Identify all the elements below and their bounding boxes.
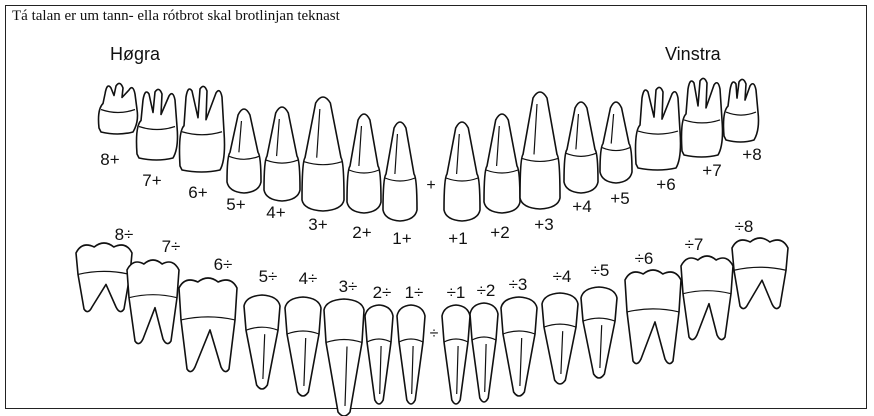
tooth-number-label: ÷3 [509, 275, 528, 294]
tooth-lower-5m[interactable]: 5÷ [244, 267, 280, 389]
midline-upper-marker: + [426, 177, 435, 194]
tooth-upper-p3[interactable]: +3 [520, 92, 560, 234]
tooth-lower-m1[interactable]: ÷1 [442, 283, 470, 404]
tooth-number-label: ÷7 [685, 235, 704, 254]
tooth-outline [724, 79, 759, 142]
tooth-outline [542, 293, 578, 384]
tooth-number-label: +8 [742, 145, 761, 164]
tooth-outline [732, 238, 788, 309]
tooth-outline [127, 260, 179, 344]
tooth-upper-p5[interactable]: +5 [600, 102, 632, 208]
tooth-upper-6p[interactable]: 6+ [180, 86, 225, 202]
tooth-upper-p4[interactable]: +4 [564, 102, 598, 216]
tooth-number-label: +3 [534, 215, 553, 234]
tooth-upper-8p[interactable]: 8+ [99, 83, 138, 169]
tooth-upper-2p[interactable]: 2+ [347, 114, 381, 242]
tooth-outline [264, 107, 300, 201]
tooth-upper-p1[interactable]: +1 [444, 122, 480, 248]
tooth-number-label: 3+ [308, 215, 327, 234]
tooth-lower-m3[interactable]: ÷3 [501, 275, 537, 396]
tooth-number-label: +4 [572, 197, 591, 216]
tooth-number-label: 7÷ [162, 237, 181, 256]
tooth-number-label: ÷4 [553, 267, 572, 286]
tooth-outline [520, 92, 560, 209]
tooth-number-label: +1 [448, 229, 467, 248]
tooth-number-label: ÷1 [447, 283, 466, 302]
tooth-number-label: +2 [490, 223, 509, 242]
tooth-number-label: 6+ [188, 183, 207, 202]
tooth-upper-1p[interactable]: 1+ [383, 122, 417, 248]
tooth-outline [99, 83, 138, 134]
tooth-outline [180, 86, 225, 172]
tooth-lower-m2[interactable]: ÷2 [470, 281, 498, 402]
tooth-number-label: ÷8 [735, 217, 754, 236]
tooth-lower-1m[interactable]: 1÷ [397, 283, 425, 404]
tooth-outline [581, 287, 617, 378]
tooth-lower-m6[interactable]: ÷6 [625, 249, 681, 364]
tooth-outline [302, 97, 344, 211]
tooth-number-label: 7+ [142, 171, 161, 190]
tooth-upper-4p[interactable]: 4+ [264, 107, 300, 222]
tooth-outline [365, 305, 393, 404]
tooth-upper-p6[interactable]: +6 [636, 87, 681, 194]
tooth-outline [347, 114, 381, 213]
tooth-number-label: +7 [702, 161, 721, 180]
tooth-upper-p8[interactable]: +8 [724, 79, 762, 164]
tooth-outline [501, 297, 537, 396]
tooth-lower-m5[interactable]: ÷5 [581, 261, 617, 378]
tooth-number-label: 2+ [352, 223, 371, 242]
tooth-lower-2m[interactable]: 2÷ [365, 283, 393, 404]
tooth-number-label: +6 [656, 175, 675, 194]
tooth-outline [383, 122, 417, 221]
tooth-outline [227, 109, 261, 193]
tooth-number-label: 1÷ [405, 283, 424, 302]
tooth-number-label: ÷2 [477, 281, 496, 300]
tooth-outline [470, 303, 498, 402]
tooth-upper-p2[interactable]: +2 [484, 114, 520, 242]
tooth-upper-7p[interactable]: 7+ [137, 89, 178, 190]
tooth-number-label: +5 [610, 189, 629, 208]
tooth-number-label: 4÷ [299, 269, 318, 288]
tooth-outline [76, 243, 132, 312]
tooth-lower-m4[interactable]: ÷4 [542, 267, 578, 384]
tooth-outline [636, 87, 681, 170]
tooth-outline [244, 295, 280, 389]
tooth-number-label: 5+ [226, 195, 245, 214]
tooth-number-label: 3÷ [339, 277, 358, 296]
tooth-lower-8m[interactable]: 8÷ [76, 225, 133, 312]
tooth-outline [600, 102, 632, 183]
tooth-number-label: 1+ [392, 229, 411, 248]
tooth-lower-4m[interactable]: 4÷ [285, 269, 321, 396]
tooth-outline [625, 270, 681, 364]
tooth-outline [681, 256, 733, 340]
tooth-outline [444, 122, 480, 221]
tooth-outline [484, 114, 520, 213]
tooth-lower-3m[interactable]: 3÷ [324, 277, 364, 416]
tooth-upper-5p[interactable]: 5+ [226, 109, 261, 214]
tooth-number-label: ÷6 [635, 249, 654, 268]
tooth-lower-m7[interactable]: ÷7 [681, 235, 733, 340]
tooth-lower-m8[interactable]: ÷8 [732, 217, 788, 309]
tooth-lower-6m[interactable]: 6÷ [179, 255, 237, 372]
tooth-number-label: 6÷ [214, 255, 233, 274]
tooth-upper-p7[interactable]: +7 [682, 78, 723, 180]
tooth-number-label: ÷5 [591, 261, 610, 280]
tooth-outline [564, 102, 598, 193]
tooth-lower-7m[interactable]: 7÷ [127, 237, 180, 344]
tooth-outline [324, 299, 364, 416]
tooth-number-label: 4+ [266, 203, 285, 222]
tooth-outline [137, 89, 178, 160]
tooth-number-label: 5÷ [259, 267, 278, 286]
tooth-number-label: 8÷ [115, 225, 134, 244]
tooth-upper-3p[interactable]: 3+ [302, 97, 344, 234]
midline-lower-marker: ÷ [430, 325, 439, 342]
tooth-outline [285, 297, 321, 396]
tooth-number-label: 2÷ [373, 283, 392, 302]
tooth-outline [397, 305, 425, 404]
tooth-outline [682, 78, 723, 157]
tooth-outline [442, 305, 470, 404]
tooth-number-label: 8+ [100, 150, 119, 169]
tooth-outline [179, 278, 237, 372]
